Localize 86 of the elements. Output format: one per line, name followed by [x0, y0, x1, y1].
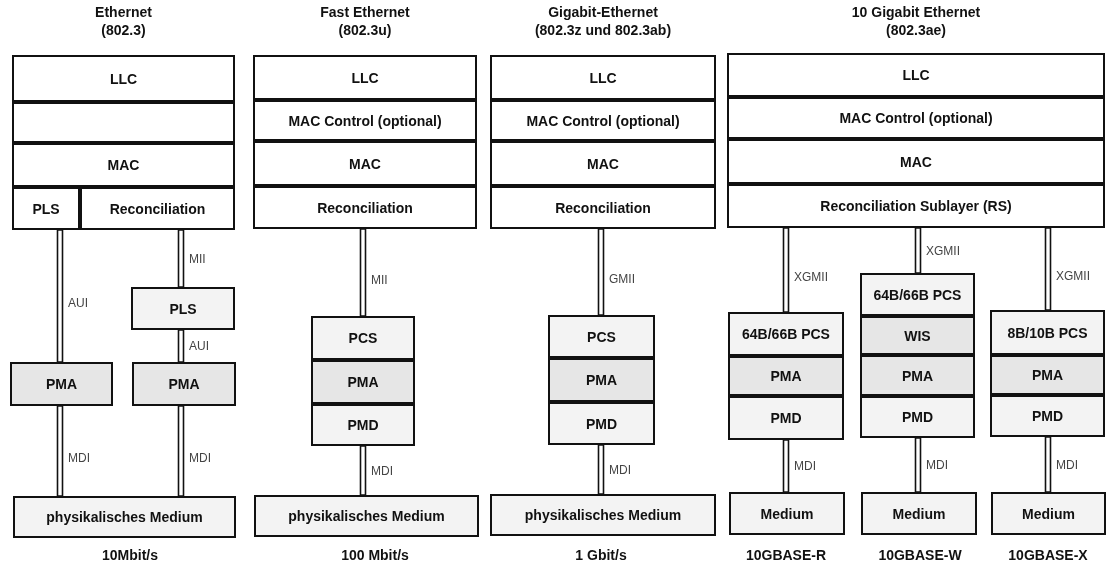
edge-label: XGMII [793, 270, 829, 284]
protocol-stack [490, 3, 716, 229]
layer-box: LLC [253, 55, 477, 100]
layer-box: PLS [131, 287, 235, 330]
edge-label: MDI [608, 462, 632, 477]
double-line-connector [914, 227, 922, 274]
edge-label: MDI [67, 451, 91, 465]
layer-box: PCS [548, 315, 655, 358]
edge-label: XGMII [1055, 269, 1091, 283]
layer-box: PMD [860, 396, 975, 438]
speed-label: 10GBASE-X [1008, 547, 1088, 563]
edge-label: XGMII [925, 243, 961, 258]
protocol-stack [727, 3, 1105, 228]
layer-box: PMD [728, 396, 844, 440]
edge-label: MII [188, 251, 207, 266]
speed-label: 10GBASE-W [878, 547, 962, 563]
double-line-connector [1044, 227, 1052, 311]
double-line-connector [597, 228, 605, 316]
speed-label: 1 Gbit/s [575, 547, 627, 563]
edge-label: MDI [925, 458, 949, 472]
protocol-stack [12, 3, 235, 230]
layer-box: MAC Control (optional) [727, 97, 1105, 139]
edge-label: MDI [793, 459, 817, 473]
empty-layer-box [12, 102, 235, 143]
double-line-connector [56, 229, 64, 363]
layer-box: Medium [991, 492, 1106, 535]
double-line-connector [782, 227, 790, 313]
speed-label: 10GBASE-R [745, 547, 827, 563]
layer-box: PMA [311, 360, 415, 404]
double-line-connector [177, 405, 185, 497]
edge-label: GMII [608, 272, 636, 286]
layer-box: MAC [490, 141, 716, 186]
double-line-connector [1044, 436, 1052, 493]
layer-box: PCS [311, 316, 415, 360]
edge-label: AUI [188, 339, 210, 353]
edge-label: MDI [188, 451, 212, 465]
edge-label: AUI [67, 296, 89, 310]
layer-box: 8B/10B PCS [990, 310, 1105, 355]
layer-box: PMD [990, 395, 1105, 437]
layer-box: PMD [311, 404, 415, 446]
double-line-connector [177, 329, 185, 363]
layer-box: MAC [727, 139, 1105, 184]
layer-box: Medium [861, 492, 977, 535]
layer-box: 64B/66B PCS [860, 273, 975, 316]
layer-box: Reconciliation [80, 187, 235, 230]
layer-box: PMA [10, 362, 113, 406]
layer-box: 64B/66B PCS [728, 312, 844, 356]
layer-box: LLC [12, 55, 235, 102]
double-line-connector [597, 444, 605, 495]
layer-box: LLC [727, 53, 1105, 97]
speed-label: 10Mbit/s [102, 547, 158, 563]
double-line-connector [177, 229, 185, 288]
layer-box: PMA [860, 355, 975, 396]
layer-box: PMD [548, 402, 655, 445]
layer-box: physikalisches Medium [490, 494, 716, 536]
layer-box: physikalisches Medium [254, 495, 479, 537]
stack-heading: Fast Ethernet (802.3u) [319, 3, 411, 39]
edge-label: MDI [370, 463, 394, 478]
layer-box: physikalisches Medium [13, 496, 236, 538]
double-line-connector [359, 228, 367, 317]
layer-box: Medium [729, 492, 845, 535]
layer-box: Reconciliation [253, 186, 477, 229]
layer-box: Reconciliation [490, 186, 716, 229]
layer-box: MAC Control (optional) [253, 100, 477, 141]
edge-label: MII [370, 272, 389, 287]
double-line-connector [782, 439, 790, 493]
layer-box: MAC [12, 143, 235, 187]
edge-label: MDI [1055, 457, 1079, 472]
double-line-connector [914, 437, 922, 493]
layer-box: PMA [728, 356, 844, 396]
layer-box: WIS [860, 316, 975, 355]
layer-box: MAC [253, 141, 477, 186]
stack-heading: Ethernet (802.3) [94, 3, 153, 39]
layer-box: MAC Control (optional) [490, 100, 716, 141]
layer-box: Reconciliation Sublayer (RS) [727, 184, 1105, 228]
stack-heading: Gigabit-Ethernet (802.3z und 802.3ab) [533, 3, 673, 39]
protocol-stack [253, 3, 477, 229]
layer-box: PMA [132, 362, 236, 406]
stack-heading: 10 Gigabit Ethernet (802.3ae) [850, 3, 982, 39]
layer-box: PMA [990, 355, 1105, 395]
layer-box: LLC [490, 55, 716, 100]
double-line-connector [359, 445, 367, 496]
layer-box: PMA [548, 358, 655, 402]
double-line-connector [56, 405, 64, 497]
layer-box: PLS [12, 187, 80, 230]
speed-label: 100 Mbit/s [341, 547, 409, 563]
